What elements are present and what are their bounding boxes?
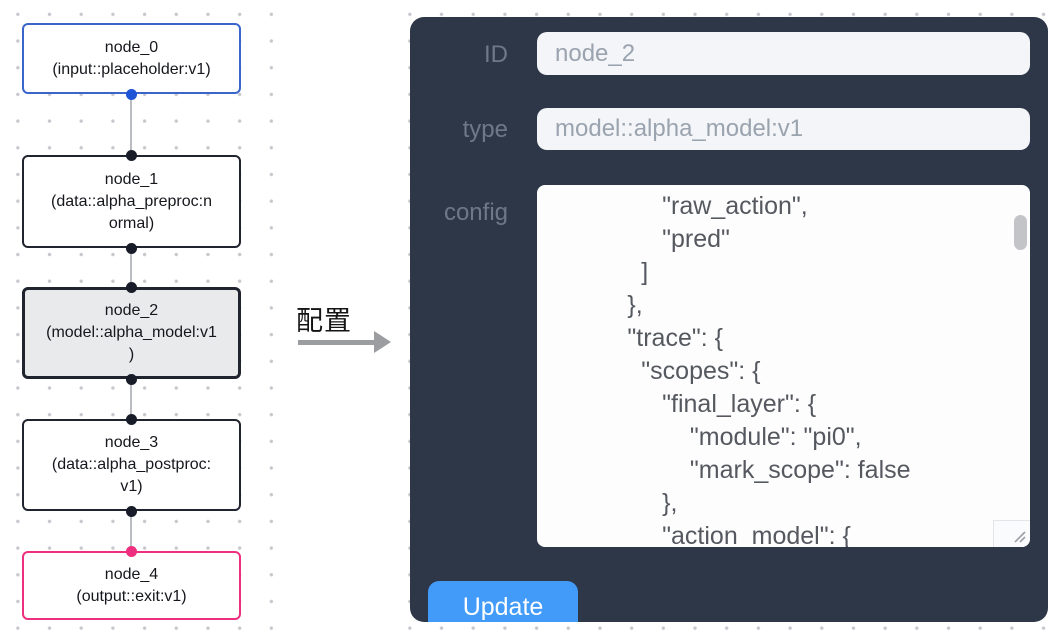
node-title: node_0 [104, 38, 159, 56]
resize-grip-icon [1014, 531, 1026, 543]
flow-node-node1[interactable]: node_1 (data::alpha_preproc:n ormal) [22, 155, 241, 248]
edge-node3-node4 [130, 511, 132, 551]
flow-node-node0[interactable]: node_0 (input::placeholder:v1) [22, 23, 241, 94]
id-input[interactable] [537, 32, 1030, 75]
configure-arrow [298, 340, 375, 345]
node-title: node_3 [104, 434, 159, 451]
node-type-label: (model::alpha_model:v1 [46, 324, 217, 341]
port-node4-input[interactable] [126, 546, 137, 557]
port-node0-output[interactable] [126, 89, 137, 100]
port-node1-input[interactable] [126, 150, 137, 161]
node-title: node_4 [104, 565, 159, 583]
flow-node-node2-selected[interactable]: node_2 (model::alpha_model:v1 ) [22, 287, 241, 379]
node-type-label: ) [128, 346, 135, 363]
edge-node1-node2 [130, 248, 132, 287]
flow-node-node3[interactable]: node_3 (data::alpha_postproc: v1) [22, 419, 241, 511]
config-scrollbar-thumb[interactable] [1014, 215, 1027, 250]
config-resize-handle[interactable] [993, 520, 1030, 547]
type-field-label: type [462, 116, 508, 143]
type-input[interactable] [537, 108, 1030, 150]
flow-node-node4[interactable]: node_4 (output::exit:v1) [22, 551, 241, 620]
config-field-label: config [443, 199, 508, 226]
edge-node0-node1 [130, 94, 132, 155]
configure-label: 配置 [296, 306, 352, 336]
configure-arrow-head [374, 331, 391, 353]
node-type-label: v1) [120, 478, 143, 495]
node-type-label: (data::alpha_preproc:n [51, 192, 212, 210]
node-title: node_2 [104, 302, 159, 319]
node-title: node_1 [104, 170, 159, 188]
config-json-text: "raw_action", "pred" ] }, "trace": { "sc… [627, 192, 911, 547]
node-config-panel: ID type config "raw_action", "pred" ] },… [410, 17, 1048, 622]
config-textarea[interactable]: "raw_action", "pred" ] }, "trace": { "sc… [537, 185, 1030, 547]
update-button[interactable]: Update [428, 581, 578, 622]
node-type-label: (data::alpha_postproc: [51, 456, 212, 473]
node-type-label: (output::exit:v1) [76, 587, 187, 605]
port-node2-output[interactable] [126, 374, 137, 385]
edge-node2-node3 [130, 379, 132, 419]
port-node1-output[interactable] [126, 243, 137, 254]
port-node3-input[interactable] [126, 414, 137, 425]
id-field-label: ID [484, 41, 508, 68]
node-type-label: (input::placeholder:v1) [52, 60, 211, 78]
port-node3-output[interactable] [126, 506, 137, 517]
node-type-label: ormal) [108, 214, 155, 232]
port-node2-input[interactable] [126, 282, 137, 293]
